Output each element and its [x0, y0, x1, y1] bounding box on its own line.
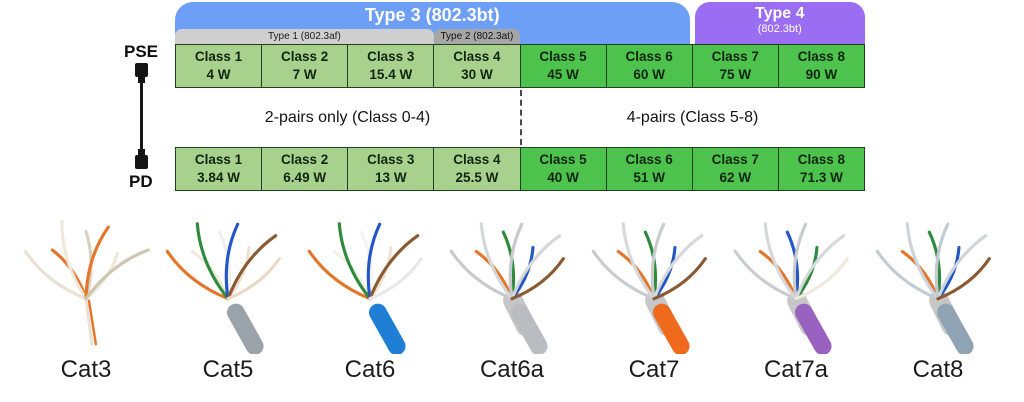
cell-power: 15.4 W — [369, 67, 413, 82]
cell-class: Class 3 — [367, 152, 415, 167]
pse-cell: Class 6 60 W — [606, 44, 693, 88]
cell-class: Class 1 — [194, 49, 243, 64]
cable-label: Cat5 — [202, 356, 254, 383]
pairs-row: 2-pairs only (Class 0-4) 4-pairs (Class … — [175, 88, 865, 147]
cable-image — [165, 222, 281, 354]
cell-power: 6.49 W — [283, 170, 327, 185]
cable-label: Cat8 — [912, 356, 964, 383]
cell-power: 45 W — [547, 67, 579, 82]
cable-label: Cat3 — [60, 356, 112, 383]
pse-cell: Class 4 30 W — [434, 44, 521, 88]
cell-class: Class 6 — [625, 152, 673, 167]
cell-class: Class 3 — [367, 49, 415, 64]
cell-class: Class 2 — [281, 49, 329, 64]
poe-class-table: Type 3 (802.3bt) Type 4 (802.3bt) Type 1… — [175, 2, 865, 191]
cable-figure: Cat8 — [870, 198, 1006, 384]
cable-image — [733, 222, 849, 354]
cable-image — [875, 222, 991, 354]
cell-power: 62 W — [719, 170, 752, 185]
pd-cell: Class 5 40 W — [520, 147, 607, 191]
cell-power: 40 W — [547, 170, 579, 185]
pse-cell: Class 3 15.4 W — [348, 44, 435, 88]
pse-cell: Class 7 75 W — [692, 44, 779, 88]
ethernet-cable-icon — [135, 63, 148, 169]
cable-figure: Cat6 — [302, 198, 438, 384]
pse-cell: Class 8 90 W — [778, 44, 865, 88]
cell-power: 25.5 W — [455, 170, 499, 185]
cable-label: Cat6a — [479, 356, 545, 383]
type2-bar: Type 2 (802.3at) — [433, 29, 520, 44]
cell-class: Class 4 — [453, 152, 501, 167]
cell-class: Class 4 — [453, 49, 501, 64]
cell-class: Class 7 — [711, 49, 759, 64]
pse-cell: Class 2 7 W — [262, 44, 349, 88]
cell-power: 13 W — [375, 170, 407, 185]
pse-row: Class 1 4 W Class 2 7 W Class 3 15.4 W C… — [175, 44, 865, 88]
cell-power: 90 W — [805, 67, 838, 82]
type4-subtitle: (802.3bt) — [757, 23, 802, 35]
cable-label: Cat7 — [628, 356, 680, 383]
pd-row: Class 1 3.84 W Class 2 6.49 W Class 3 13… — [175, 147, 865, 191]
cell-class: Class 6 — [625, 49, 673, 64]
cable-image — [307, 222, 423, 354]
pd-cell: Class 8 71.3 W — [778, 147, 865, 191]
cell-power: 7 W — [292, 67, 317, 82]
cell-power: 30 W — [461, 67, 493, 82]
pse-label: PSE — [124, 42, 159, 61]
cable-gallery: Cat3 Cat5 Cat6 Cat6a Cat7 Cat7a Cat8 — [0, 198, 1024, 384]
cell-power: 51 W — [633, 170, 665, 185]
pd-cell: Class 1 3.84 W — [176, 147, 263, 191]
cable-figure: Cat6a — [444, 198, 580, 384]
pd-cell: Class 7 62 W — [692, 147, 779, 191]
cell-class: Class 7 — [711, 152, 759, 167]
cell-power: 75 W — [719, 67, 752, 82]
cable-image — [591, 222, 707, 354]
cable-image — [23, 219, 150, 346]
pd-cell: Class 6 51 W — [606, 147, 693, 191]
cell-class: Class 8 — [797, 49, 846, 64]
cell-class: Class 2 — [281, 152, 329, 167]
type4-title: Type 4 — [755, 5, 805, 22]
pd-cell: Class 3 13 W — [348, 147, 435, 191]
type-banner-row: Type 3 (802.3bt) Type 4 (802.3bt) Type 1… — [175, 2, 865, 44]
pd-label: PD — [129, 172, 153, 191]
cable-figure: Cat5 — [160, 198, 296, 384]
cable-label: Cat6 — [344, 356, 396, 383]
cell-power: 4 W — [206, 67, 231, 82]
cell-class: Class 5 — [539, 49, 587, 64]
cell-power: 71.3 W — [800, 170, 843, 185]
dashed-divider — [520, 90, 522, 145]
cable-figure: Cat7a — [728, 198, 864, 384]
cell-power: 60 W — [633, 67, 665, 82]
cell-power: 3.84 W — [197, 170, 240, 185]
pairs-left-label: 2-pairs only (Class 0-4) — [264, 108, 431, 126]
type1-bar: Type 1 (802.3af) — [175, 29, 434, 44]
pse-cell: Class 1 4 W — [176, 44, 263, 88]
cell-class: Class 1 — [194, 152, 243, 167]
cable-figure: Cat7 — [586, 198, 722, 384]
pairs-right-label: 4-pairs (Class 5-8) — [626, 108, 759, 126]
cell-class: Class 5 — [539, 152, 587, 167]
cable-label: Cat7a — [763, 356, 829, 383]
pd-cell: Class 4 25.5 W — [434, 147, 521, 191]
pd-cell: Class 2 6.49 W — [262, 147, 349, 191]
pse-cell: Class 5 45 W — [520, 44, 607, 88]
type4-banner: Type 4 (802.3bt) — [694, 2, 865, 44]
cell-class: Class 8 — [797, 152, 846, 167]
cable-image — [449, 222, 565, 354]
cable-figure: Cat3 — [18, 198, 154, 384]
